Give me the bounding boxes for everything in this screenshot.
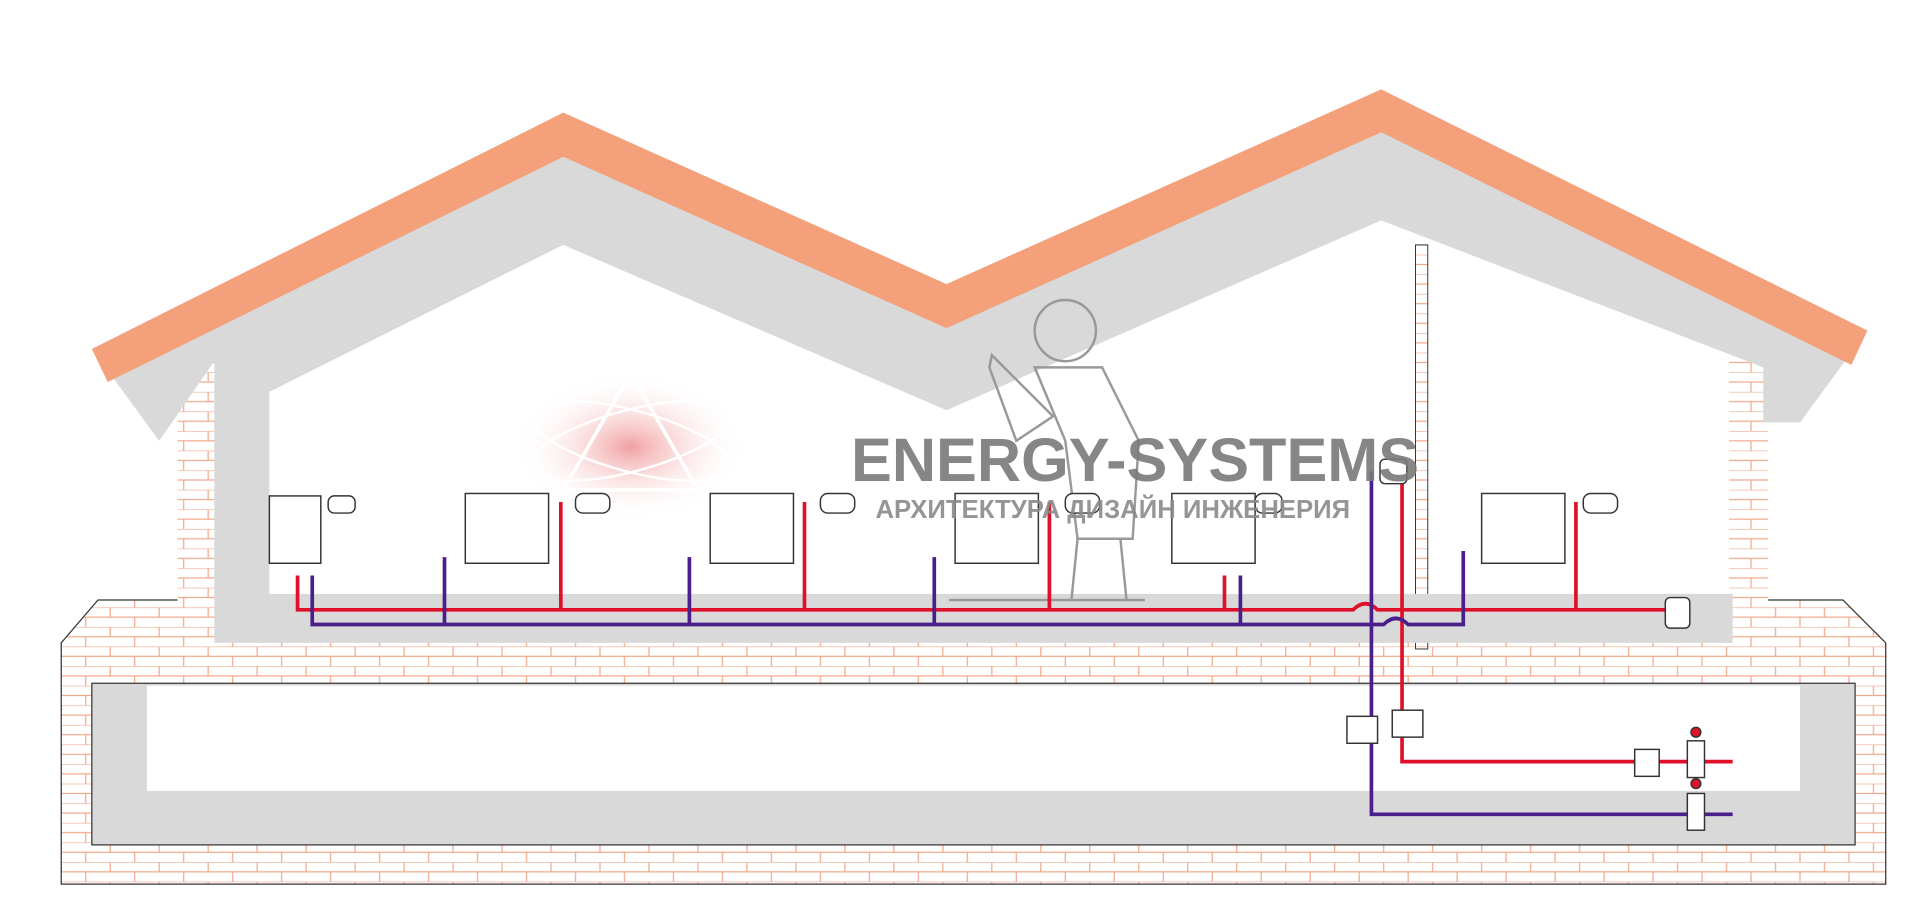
radiator: [954, 492, 1040, 564]
watermark-brand: ENERGY-SYSTEMS: [851, 426, 1419, 494]
walls: [177, 244, 1769, 650]
radiator: [464, 492, 550, 564]
valves: [1346, 596, 1706, 831]
watermark-engineer-figure: [948, 298, 1145, 602]
roof: [91, 89, 1868, 643]
radiators: [268, 492, 1566, 564]
return-pipes: [310, 471, 1733, 817]
radiator: [709, 492, 795, 564]
thermostatic-heads: [327, 458, 1619, 514]
watermark-atom-logo: [514, 369, 747, 521]
supply-pipes: [295, 483, 1733, 764]
basement: [60, 599, 1887, 885]
radiator: [1480, 492, 1566, 564]
watermark-tagline: АРХИТЕКТУРА ДИЗАЙН ИНЖЕНЕРИЯ: [876, 494, 1351, 524]
radiator: [268, 495, 322, 564]
radiator: [1171, 492, 1256, 564]
